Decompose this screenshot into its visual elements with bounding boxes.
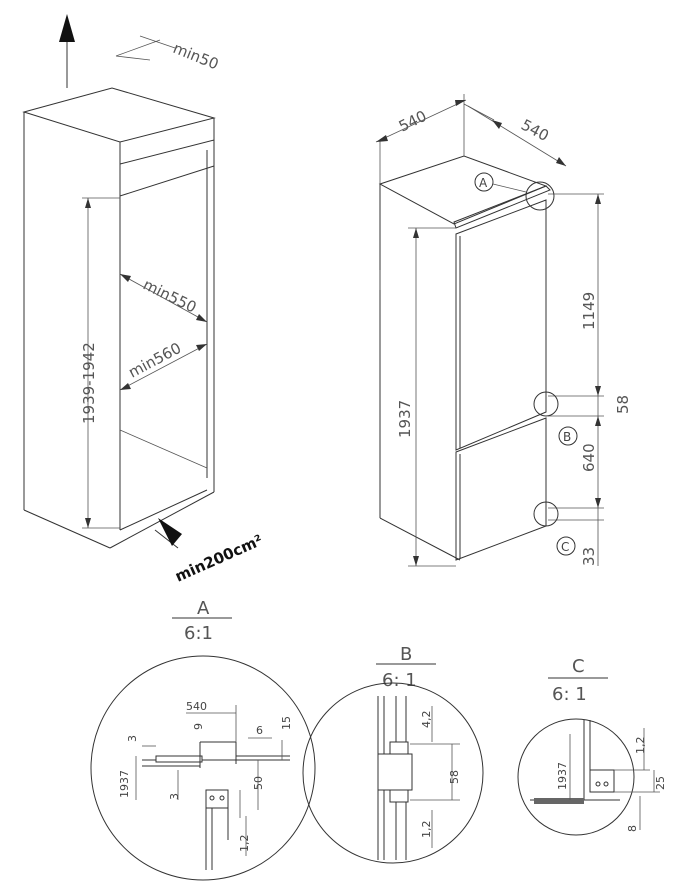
detail-c-height: 1937 <box>556 762 569 790</box>
detail-a-six: 6 <box>256 724 263 737</box>
detail-c-eight: 8 <box>626 825 639 832</box>
bottom-label: 33 <box>580 547 598 566</box>
detail-a-fifteen: 15 <box>280 716 293 730</box>
gap-label: 58 <box>614 395 632 414</box>
depth-lower-label: min560 <box>125 339 184 382</box>
detail-b-onetwo: 1,2 <box>420 821 433 839</box>
marker-a: A <box>479 176 488 190</box>
detail-b-letter: B <box>400 644 412 665</box>
detail-c-onetwo: 1,2 <box>634 737 647 755</box>
detail-a-letter: A <box>197 598 210 619</box>
detail-a-width: 540 <box>186 700 207 713</box>
detail-b: B 6: 1 4,2 58 1,2 <box>302 644 484 864</box>
width-label: 540 <box>396 107 430 136</box>
depth-upper-label: min550 <box>140 275 199 316</box>
niche-cabinet: min50 1939-1942 min550 min560 min200cm² <box>22 14 265 586</box>
niche-height-label: 1939-1942 <box>80 342 98 424</box>
detail-a-onetwo: 1,2 <box>238 835 251 853</box>
vent-area-label: min200cm² <box>172 531 265 586</box>
detail-a-three-bottom: 3 <box>168 793 181 800</box>
detail-a-scale: 6:1 <box>184 623 213 644</box>
detail-a: A 6:1 540 9 6 15 3 1937 3 50 <box>90 598 316 881</box>
detail-b-fiftyeight: 58 <box>448 770 461 784</box>
appliance-drawing: 540 540 1937 1149 58 640 33 A B <box>375 94 632 567</box>
detail-a-three-top: 3 <box>126 735 139 742</box>
detail-c-twentyfive: 25 <box>654 776 667 790</box>
height-label: 1937 <box>396 400 414 438</box>
detail-c: C 6: 1 1937 1,2 25 8 <box>517 656 667 836</box>
lower-height-label: 640 <box>580 443 598 472</box>
depth-label: 540 <box>518 116 552 145</box>
detail-b-scale: 6: 1 <box>382 670 417 691</box>
vent-arrow-icon <box>158 518 182 546</box>
detail-c-letter: C <box>572 656 585 677</box>
top-clearance-label: min50 <box>171 39 222 73</box>
detail-a-height: 1937 <box>118 770 131 798</box>
up-arrow-icon <box>59 14 75 42</box>
detail-b-fourtwo: 4,2 <box>420 711 433 729</box>
detail-a-fifty: 50 <box>252 776 265 790</box>
detail-c-scale: 6: 1 <box>552 684 587 705</box>
detail-a-nine: 9 <box>192 723 205 730</box>
marker-c: C <box>561 540 569 554</box>
marker-b: B <box>563 430 571 444</box>
upper-height-label: 1149 <box>580 292 598 330</box>
